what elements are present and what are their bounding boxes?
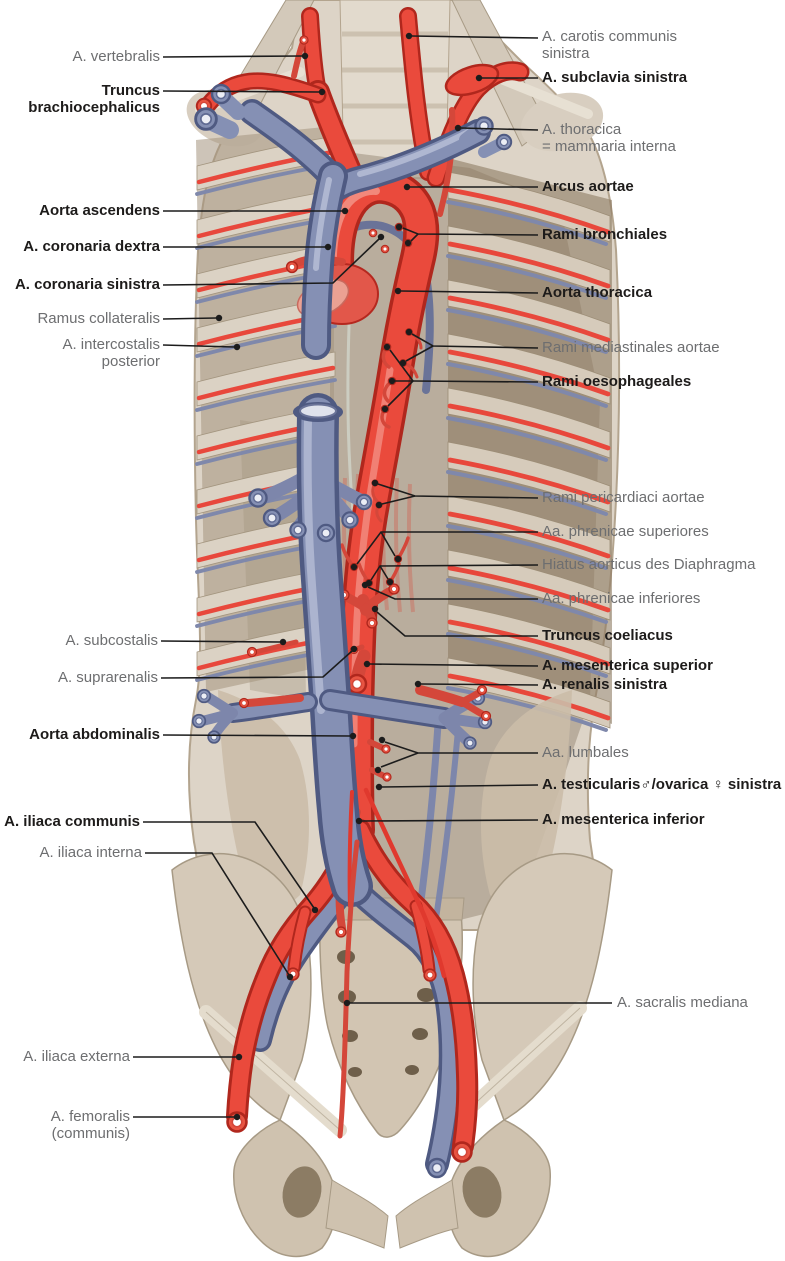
leader-rami-oesophageales (387, 380, 414, 407)
leader-dot-a-femoralis-communis (233, 1113, 241, 1121)
arteries-over-veins (238, 684, 492, 1139)
leader-dot-a-subclavia-sinistra (475, 74, 483, 82)
leader-dot-a-vertebralis (301, 52, 309, 60)
leader-truncus-coeliacus (376, 611, 538, 637)
leader-dot-a-iliaca-communis (311, 906, 319, 914)
leader-a-testicularis-ovarica-sinistra (381, 784, 539, 788)
leader-dot-a-mesenterica-inferior (355, 817, 363, 825)
leader-a-mesenterica-superior (369, 663, 539, 667)
leader-aa-phrenicae-inferiores (367, 586, 538, 600)
leader-rami-bronchiales (402, 227, 539, 236)
leader-dot-rami-mediastinales-aortae (405, 328, 413, 336)
leader-dot-aa-lumbales (374, 766, 382, 774)
leader-dot-a-coronaria-dextra (324, 243, 332, 251)
leader-rami-pericardiaci-aortae (377, 483, 539, 499)
leader-dot-arcus-aortae (403, 183, 411, 191)
leader-a-mesenterica-inferior (361, 819, 539, 822)
leader-dot-a-sacralis-mediana (343, 999, 351, 1007)
leader-rami-mediastinales-aortae (405, 345, 434, 362)
leader-a-thoracica-mammaria-interna (460, 127, 539, 131)
leader-dot-a-iliaca-interna (286, 973, 294, 981)
leader-dot-truncus-brachiocephalicus (318, 88, 326, 96)
leader-rami-oesophageales (395, 380, 539, 383)
leader-dot-hiatus-aorticus-des-diaphragma (386, 578, 394, 586)
leader-a-vertebralis (162, 55, 303, 58)
leader-a-subcostalis (160, 640, 281, 643)
leader-rami-oesophageales (389, 349, 414, 382)
leader-dot-a-carotis-communis-sinistra (405, 32, 413, 40)
leader-dot-rami-pericardiaci-aortae (375, 501, 383, 509)
leader-a-intercostalis-posterior (162, 344, 235, 348)
leader-dot-a-suprarenalis (350, 645, 358, 653)
leader-aa-phrenicae-superiores (380, 531, 396, 557)
leader-dot-a-iliaca-externa (235, 1053, 243, 1061)
leader-dot-rami-oesophageales (381, 405, 389, 413)
leader-rami-bronchiales (410, 233, 419, 242)
leader-hiatus-aorticus-des-diaphragma (379, 565, 389, 580)
leader-aorta-abdominalis (162, 734, 351, 737)
leader-a-iliaca-interna (145, 852, 290, 976)
leader-rami-pericardiaci-aortae (381, 495, 416, 505)
leader-dot-aorta-ascendens (341, 207, 349, 215)
inferior-vena-cava (197, 393, 488, 907)
leader-dot-rami-oesophageales (383, 343, 391, 351)
leader-a-suprarenalis (160, 650, 353, 679)
leader-dot-aorta-thoracica (394, 287, 402, 295)
leader-dot-ramus-collateralis (215, 314, 223, 322)
leader-dot-truncus-coeliacus (371, 605, 379, 613)
leader-a-coronaria-sinistra (162, 238, 380, 286)
brachiocephalic-veins-svc (199, 88, 510, 360)
leader-aorta-thoracica (400, 290, 539, 294)
leader-dot-rami-bronchiales (404, 239, 412, 247)
leader-dot-a-coronaria-sinistra (377, 233, 385, 241)
leader-ramus-collateralis (162, 317, 217, 320)
leader-dot-a-mesenterica-superior (363, 660, 371, 668)
leader-aa-lumbales (384, 741, 538, 754)
leader-dot-aa-lumbales (378, 736, 386, 744)
leader-dot-a-thoracica-mammaria-interna (454, 124, 462, 132)
leader-a-iliaca-communis (143, 821, 315, 909)
leader-dot-rami-oesophageales (388, 377, 396, 385)
leader-dot-aa-phrenicae-inferiores (361, 581, 369, 589)
ribcage-right (448, 158, 612, 730)
leader-dot-aa-phrenicae-superiores (350, 563, 358, 571)
leader-truncus-brachiocephalicus (162, 90, 320, 93)
leader-rami-mediastinales-aortae (411, 333, 539, 349)
leader-hiatus-aorticus-des-diaphragma (370, 564, 539, 581)
leader-a-carotis-communis-sinistra (411, 35, 539, 39)
leader-dot-aa-phrenicae-superiores (394, 555, 402, 563)
leader-a-renalis-sinistra (420, 683, 539, 686)
leader-dot-a-intercostalis-posterior (233, 343, 241, 351)
leader-dot-a-subcostalis (279, 638, 287, 646)
leader-dot-rami-bronchiales (395, 223, 403, 231)
leader-dot-aorta-abdominalis (349, 732, 357, 740)
leader-dot-a-renalis-sinistra (414, 680, 422, 688)
artery-stumps (195, 35, 500, 1163)
psoas-muscles (218, 690, 572, 930)
leader-aa-lumbales (380, 752, 419, 768)
leader-dot-a-testicularis-ovarica-sinistra (375, 783, 383, 791)
leader-dot-rami-pericardiaci-aortae (371, 479, 379, 487)
